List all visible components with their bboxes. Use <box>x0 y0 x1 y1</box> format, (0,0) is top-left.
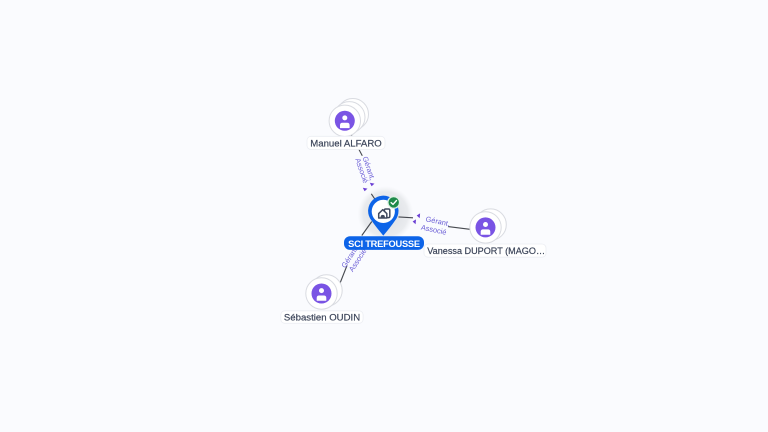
svg-text:Sébastien OUDIN: Sébastien OUDIN <box>284 313 360 324</box>
svg-text:Vanessa DUPORT (MAGO…: Vanessa DUPORT (MAGO… <box>427 246 545 256</box>
svg-text:SCI TREFOUSSE: SCI TREFOUSSE <box>348 239 420 249</box>
svg-text:Manuel ALFARO: Manuel ALFARO <box>310 138 381 149</box>
